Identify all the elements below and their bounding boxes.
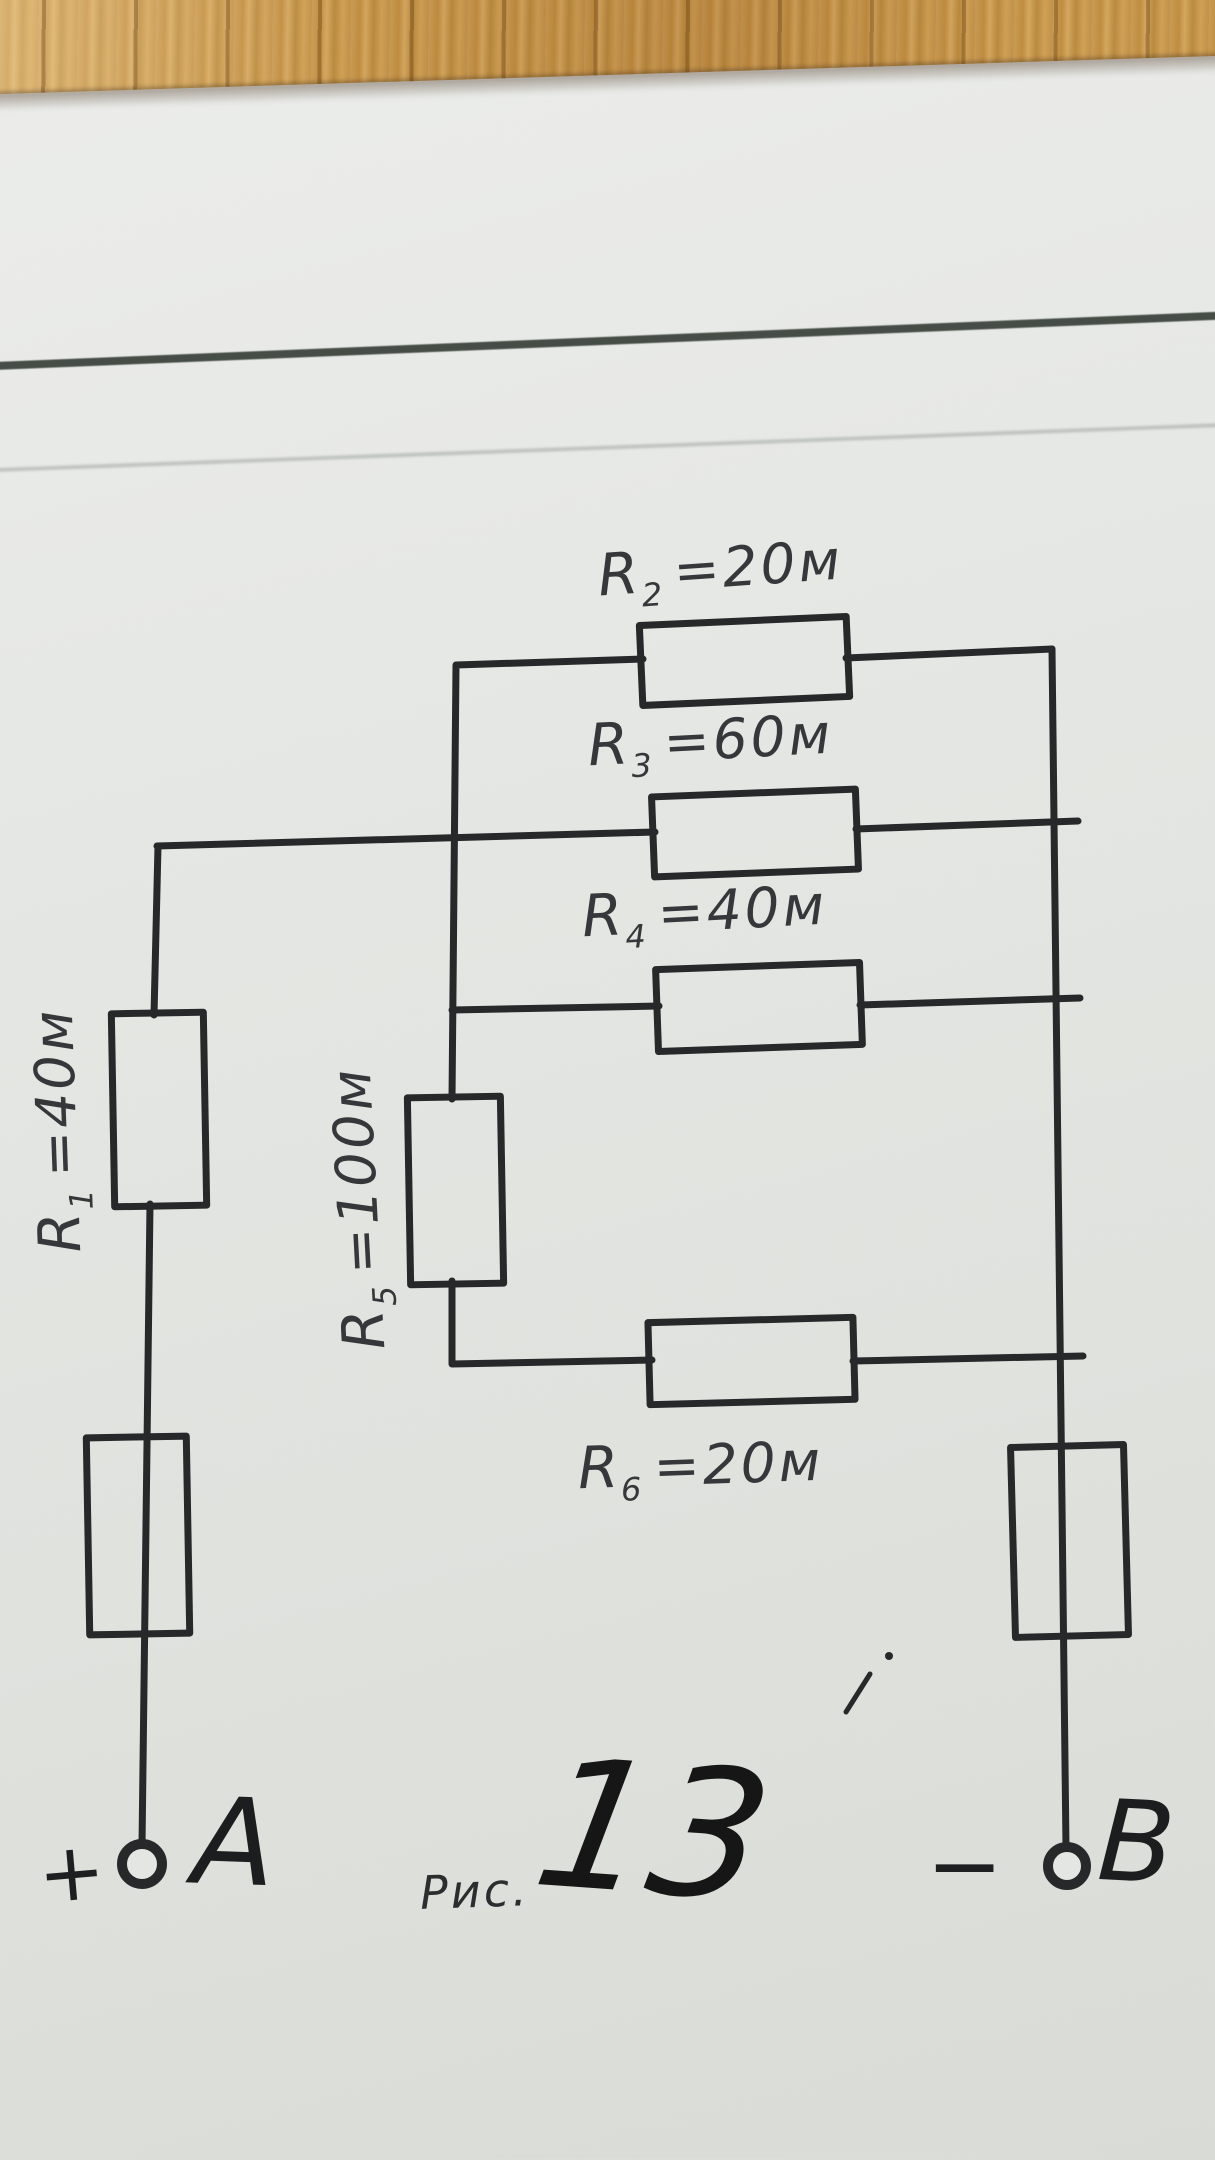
resistor-r3-body (648, 785, 862, 881)
resistor-label-r4: R4=40м (580, 870, 829, 959)
wire-left-branch-lower (138, 1200, 154, 1850)
resistor-r5-body (403, 1092, 508, 1289)
r5-symbol: R (328, 1307, 399, 1352)
r6-value: =20м (652, 1428, 825, 1499)
r3-subscript: 3 (630, 746, 653, 786)
fuse-left-body (82, 1432, 194, 1639)
terminal-a-label: A (190, 1772, 278, 1915)
terminal-b-minus-sign: − (926, 1812, 1004, 1919)
terminal-b-circle (1043, 1842, 1091, 1890)
wire-r2-to-right-bus (842, 645, 1056, 662)
r5-subscript: 5 (365, 1284, 405, 1308)
resistor-label-r1: R1 =40м (17, 989, 103, 1271)
r2-subscript: 2 (640, 575, 664, 615)
figure-caption-prefix: Рис. (419, 1862, 531, 1920)
wire-center-bus-to-r4 (448, 1002, 663, 1014)
resistor-r2-body (635, 613, 854, 709)
wire-node-a-to-r3 (153, 828, 659, 850)
r6-subscript: 6 (620, 1470, 643, 1509)
r2-value: =20м (671, 527, 845, 604)
terminal-a-plus-sign: + (34, 1823, 109, 1922)
r1-subscript: 1 (62, 1188, 101, 1211)
r4-subscript: 4 (624, 917, 647, 957)
terminal-a-circle (117, 1839, 167, 1889)
r6-symbol: R (576, 1432, 620, 1503)
wire-right-bus (1048, 645, 1070, 1852)
r2-symbol: R (595, 538, 641, 610)
resistor-r1-body (107, 1008, 211, 1211)
wire-r3-to-right-bus (852, 817, 1082, 833)
resistor-label-r3: R3=60м (586, 699, 835, 788)
resistor-r4-body (652, 958, 866, 1056)
r1-symbol: R (24, 1211, 95, 1254)
r3-value: =60м (661, 701, 835, 775)
r3-symbol: R (586, 709, 630, 780)
resistor-label-r6: R6=20м (577, 1426, 825, 1511)
wire-r4-to-right-bus (856, 994, 1084, 1009)
r5-value: =100м (318, 1065, 394, 1276)
wire-center-bus-upper (448, 655, 647, 1103)
wire-r6-to-right-bus (849, 1352, 1087, 1365)
fuse-right-body (1007, 1441, 1132, 1641)
stray-pen-mark (843, 1671, 873, 1715)
r4-symbol: R (580, 880, 624, 951)
wire-left-branch-upper (150, 842, 162, 1019)
wire-center-bus-to-r6 (448, 1277, 656, 1368)
stray-pen-dot (885, 1652, 893, 1660)
r1-value: =40м (20, 1006, 91, 1179)
terminal-b-label: B (1094, 1776, 1179, 1910)
resistor-r6-body (644, 1313, 859, 1409)
r4-value: =40м (655, 872, 829, 946)
figure-caption-number: 13 (522, 1720, 785, 1941)
